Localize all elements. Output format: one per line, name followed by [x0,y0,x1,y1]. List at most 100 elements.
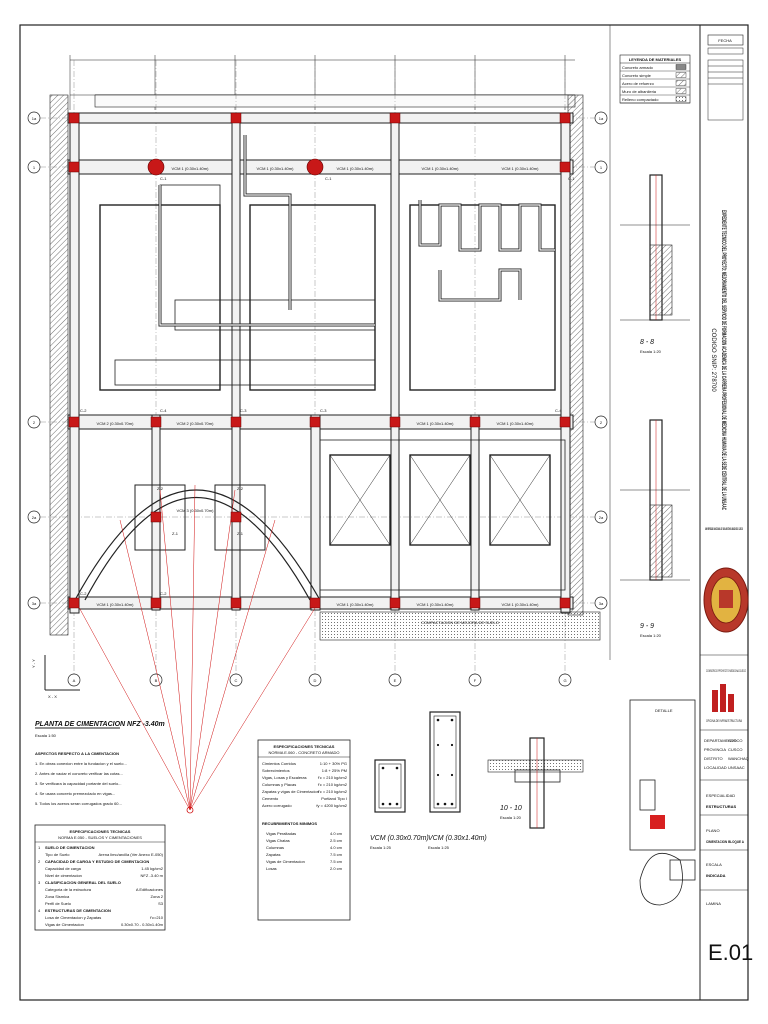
spec-row-num: 1 [38,845,41,850]
concrete-column [389,112,401,124]
plan-title: PLANTA DE CIMENTACION NFZ -3.40m [35,721,165,728]
spec-row-num: 4 [38,908,41,913]
axis-x-label: X - X [48,694,57,699]
zapata-label: Z-1 [172,531,179,536]
axis-label-col: F [474,678,477,683]
spec-row-label: Vigas de Cimentacion [45,922,84,927]
specialty-value: ESTRUCTURAS [706,804,737,809]
scale-value: INDICADA [706,873,726,878]
beam-labels: VCM 1 (0.30x1.40m) VCM 1 (0.30x1.40m) VC… [97,166,540,607]
rec-value: 4.0 cm [330,831,343,836]
rec-label: Zapatas [266,852,280,857]
concrete-column [68,597,80,609]
compaction-strip [319,611,601,641]
spec-mid-value: f'c = 210 kg/cm2 [318,789,348,794]
section-8-8: 8 - 8 Escala 1:20 [620,174,690,354]
spec-row-value: S3 [158,901,164,906]
beam-label: VCM 1 (0.30x1.40m) [502,602,540,607]
rec-label: Columnas [266,845,284,850]
location-value: WANCHAQ [728,756,749,761]
beam-label: VCM 1 (0.30x1.40m) [172,166,210,171]
spec-row-label: CLASIFICACION GENERAL DEL SUELO [45,880,121,885]
sec9-scale: Escala 1:20 [640,633,662,638]
spec-row-label: Tipo de Suelo [45,852,70,857]
location-label: DISTRITO [704,756,723,761]
rec-value: 7.5 cm [330,852,343,857]
beam-section-vcm2: VCM (0.30x1.40m) Escala 1:25 [428,711,487,850]
axis-bubble-col [229,673,243,687]
specs-table-left: ESPECIFICACIONES TECNICAS NORMA E.050 - … [34,824,166,931]
legend-row-label: Concreto simple [622,73,652,78]
column-tag: C-1 [568,176,575,181]
spec-mid-label: Columnas y Placas [262,782,296,787]
foundation-beams [67,112,574,614]
legend-swatch [675,96,687,102]
axis-label-row: 2a [599,515,604,520]
retaining-wall-left [49,94,69,636]
concrete-column [150,511,162,523]
notes-line: 1. En obras conexion entre la fundacion … [35,761,127,766]
spec-mid-label: Acero corrugado [262,803,292,808]
specs-table-mid: ESPECIFICACIONES TECNICAS NORMA E.060 - … [257,739,351,921]
foundation-notes: ASPECTOS RESPECTO A LA CIMENTACION 1. En… [35,751,127,806]
axis-label-row: 2a [32,515,37,520]
spec-row-label: Capacidad de carga [45,866,82,871]
axis-label-col: C [235,678,238,683]
concrete-column [230,597,242,609]
axis-label-row: 2 [600,420,603,425]
notes-line: 4. Se usara concreto premezclado en viga… [35,791,115,796]
sec10-title: 10 - 10 [500,805,522,812]
notes-line: 3. Se verificara la capacidad portante d… [35,781,122,786]
axis-label-row: 1a [599,116,604,121]
spec-mid-label: Cimientos Corridos [262,761,296,766]
legend-swatch [675,88,687,94]
axis-label-col: B [155,678,158,683]
spec-row-label: SUELO DE CIMENTACION [45,845,95,850]
axis-bubble-row [594,510,608,524]
axis-bubble-row [27,596,41,610]
zapata-label: Z-2 [237,486,244,491]
beam-label: VCM 1 (0.30x1.40m) [97,602,135,607]
notes-title: ASPECTOS RESPECTO A LA CIMENTACION [35,751,119,756]
spec-row-label: Zona Sismica [45,894,70,899]
round-column [306,158,324,176]
concrete-column [559,161,571,173]
spec-row-label: ESTRUCTURAS DE CIMENTACION [45,908,111,913]
axis-label-row: 1 [600,165,603,170]
round-column [147,158,165,176]
concrete-column [559,416,571,428]
sec8-title: 8 - 8 [640,339,654,346]
specialty-label: ESPECIALIDAD [706,793,735,798]
axis-label-row: 1a [32,116,37,121]
spec-row-label: Perfil de Suelo [45,901,72,906]
column-tag: C-3 [320,408,327,413]
beam1-title: VCM (0.30x0.70m) [370,835,429,842]
beam-label: VCM 1 (0.30x1.40m) [337,166,375,171]
axis-bubble-row [594,111,608,125]
retaining-wall-top [94,94,576,108]
plano-label: PLANO [706,828,720,833]
legend-row-label: Relleno compactado [622,97,659,102]
beam-label: VCM 2 (0.30x0.70m) [177,421,215,426]
arc-beam-vcm3 [74,489,321,601]
column-tag: C-1 [325,176,332,181]
section-10-10: 10 - 10 Escala 1:20 [487,737,584,829]
location-label: LOCALIDAD [704,765,727,770]
column-tag: C-2 [160,591,167,596]
spec-row-value: f'c=210 [150,915,164,920]
rec-value: 4.0 cm [330,845,343,850]
axis-bubble-col [67,673,81,687]
notes-line: 5. Todos los aceros seran corrugados gra… [35,801,122,806]
concrete-column [68,161,80,173]
axis-label-col: G [563,678,566,683]
location-value: CUSCO [728,738,742,743]
rec-label: Vigas Chatas [266,838,290,843]
lower-pits [134,439,566,591]
concrete-column [309,597,321,609]
plan-scale: Escala 1:50 [35,733,57,738]
beam-label: VCM 2 (0.30x0.70m) [97,421,135,426]
axis-y-label: Y - Y [31,659,36,668]
